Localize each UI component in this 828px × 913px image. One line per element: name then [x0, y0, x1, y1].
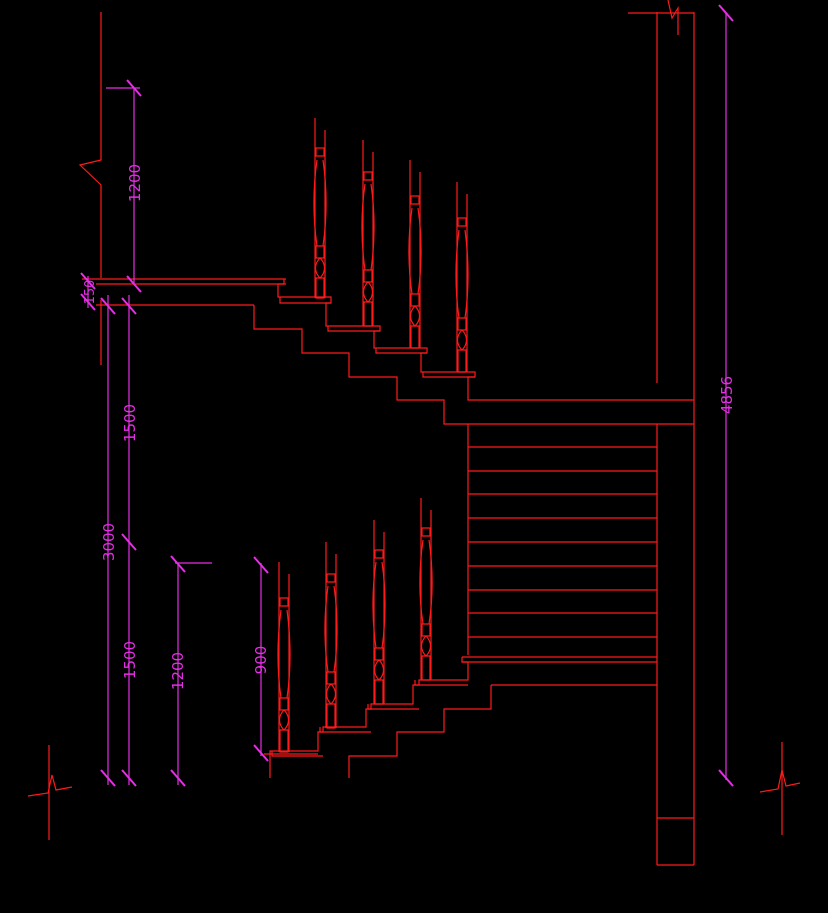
bottom-left-break: [27, 745, 73, 840]
bottom-right-break: [759, 742, 801, 835]
dim-total-height: 4856: [718, 376, 736, 414]
dimension-labels: 1200 150 1500 3000 1500 1200 900 4856: [83, 164, 736, 690]
lower-flight-soffit: [348, 685, 492, 778]
baluster-upper-4: [455, 182, 469, 373]
dim-lower-rail-height: 1200: [169, 652, 187, 690]
baluster-upper-2: [361, 140, 375, 327]
dim-landing-thickness: 150: [83, 280, 98, 305]
lower-balusters: [277, 498, 433, 753]
dimension-lines: [80, 4, 734, 787]
dim-top-rail-height: 1200: [126, 164, 144, 202]
dim-upper-flight-rise: 1500: [121, 404, 139, 442]
stair-geometry: [27, 0, 801, 866]
upper-flight-treads: [277, 279, 694, 401]
dim-baluster-height: 900: [252, 646, 270, 675]
upper-flight-soffit: [253, 305, 694, 425]
upper-floor-slab: [82, 278, 286, 306]
stair-stringer-face: [462, 424, 657, 686]
dim-floor-height: 3000: [100, 523, 118, 561]
baluster-lower-4: [419, 498, 433, 681]
landing-column: [628, 0, 695, 866]
dim-lower-flight-rise: 1500: [121, 641, 139, 679]
baluster-lower-1: [277, 562, 291, 753]
upper-balusters: [313, 118, 469, 373]
baluster-lower-2: [324, 542, 338, 729]
baluster-lower-3: [372, 520, 386, 705]
baluster-upper-1: [313, 118, 327, 299]
baluster-upper-3: [408, 160, 422, 349]
left-wall-break: [78, 12, 102, 365]
lower-flight-treads: [264, 657, 469, 778]
